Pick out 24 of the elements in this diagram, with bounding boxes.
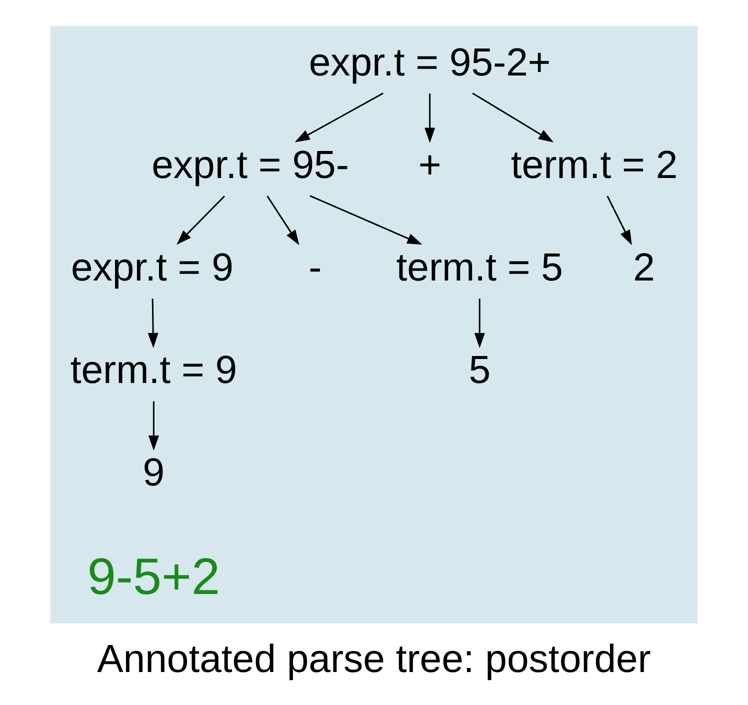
- node-text: +: [418, 142, 442, 187]
- arrow: [424, 94, 436, 143]
- cluster: [50, 26, 698, 624]
- node-text: term.t = 9: [70, 348, 238, 392]
- node-text: 2: [633, 246, 655, 290]
- arrow: [148, 401, 159, 451]
- node-text: 5: [468, 348, 491, 392]
- arrow: [606, 196, 632, 246]
- arrow: [472, 92, 554, 142]
- arrow: [266, 196, 300, 246]
- node-text: term.t = 5: [396, 246, 563, 290]
- arrow: [176, 196, 226, 245]
- label: 9-5+2: [87, 548, 220, 606]
- node-text: 9: [142, 450, 165, 495]
- arrow: [474, 298, 485, 348]
- node-text: expr.t = 95-: [152, 142, 349, 187]
- caption: Annotated parse tree: postorder: [97, 637, 651, 682]
- node-text: expr.t = 95-2+: [308, 40, 551, 84]
- arrow: [310, 195, 422, 245]
- node-text: expr.t = 9: [70, 246, 234, 290]
- node-text: -: [308, 246, 322, 290]
- arrow: [148, 298, 158, 348]
- arrow: [294, 92, 384, 142]
- node-text: term.t = 2: [510, 142, 678, 187]
